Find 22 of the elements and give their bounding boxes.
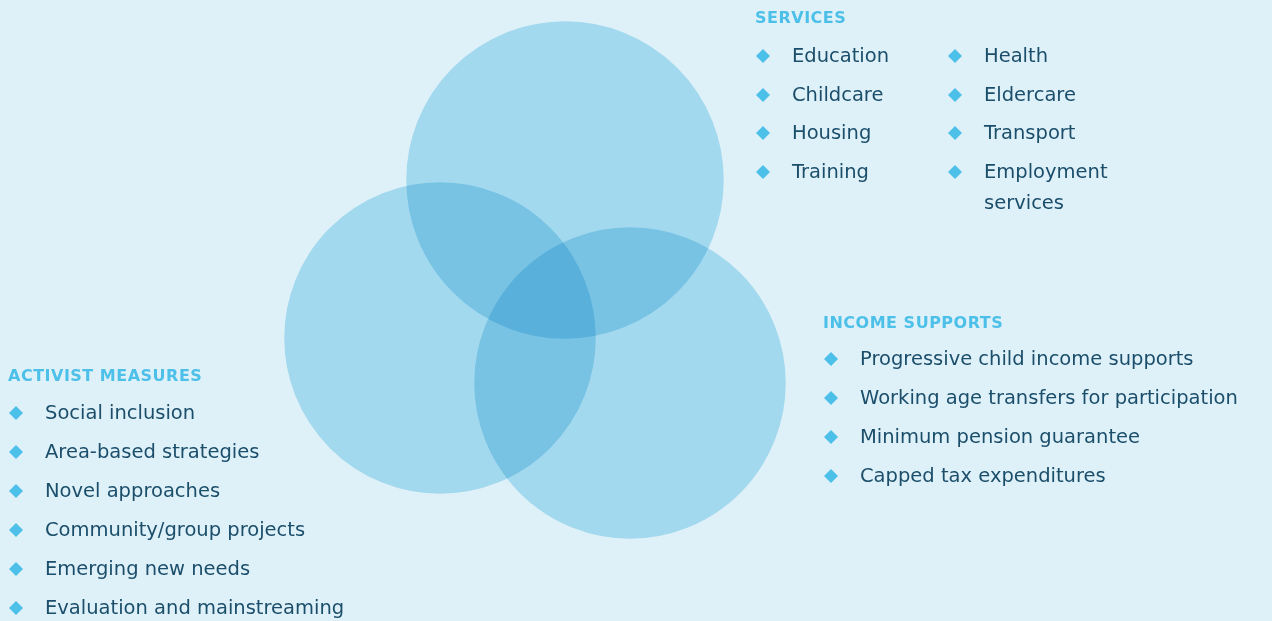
venn-circle <box>471 224 789 542</box>
list-item: Training <box>792 159 870 185</box>
list-item: Eldercare <box>984 82 1077 108</box>
list-item: Transport <box>984 120 1077 146</box>
list-item: Area-based strategies <box>45 439 261 465</box>
list-item: Emerging new needs <box>45 556 252 582</box>
list-item: Evaluation and mainstreaming <box>45 595 346 621</box>
list-item: Social inclusion <box>45 400 197 426</box>
list-item: Health <box>984 43 1050 69</box>
list-item: Education <box>792 43 891 69</box>
list-item: Progressive child income supports <box>860 346 1195 372</box>
list-item: Employment services <box>984 159 1109 216</box>
list-item: Community/group projects <box>45 517 307 543</box>
list-item: Minimum pension guarantee <box>860 424 1142 450</box>
section-heading: INCOME SUPPORTS <box>823 313 1004 332</box>
list-item: Childcare <box>792 82 885 108</box>
section-heading: ACTIVIST MEASURES <box>8 366 203 385</box>
list-item: Working age transfers for participation <box>860 385 1239 411</box>
list-item: Capped tax expenditures <box>860 463 1107 489</box>
section-heading: SERVICES <box>755 8 847 27</box>
list-item: Housing <box>792 120 873 146</box>
list-item: Novel approaches <box>45 478 222 504</box>
